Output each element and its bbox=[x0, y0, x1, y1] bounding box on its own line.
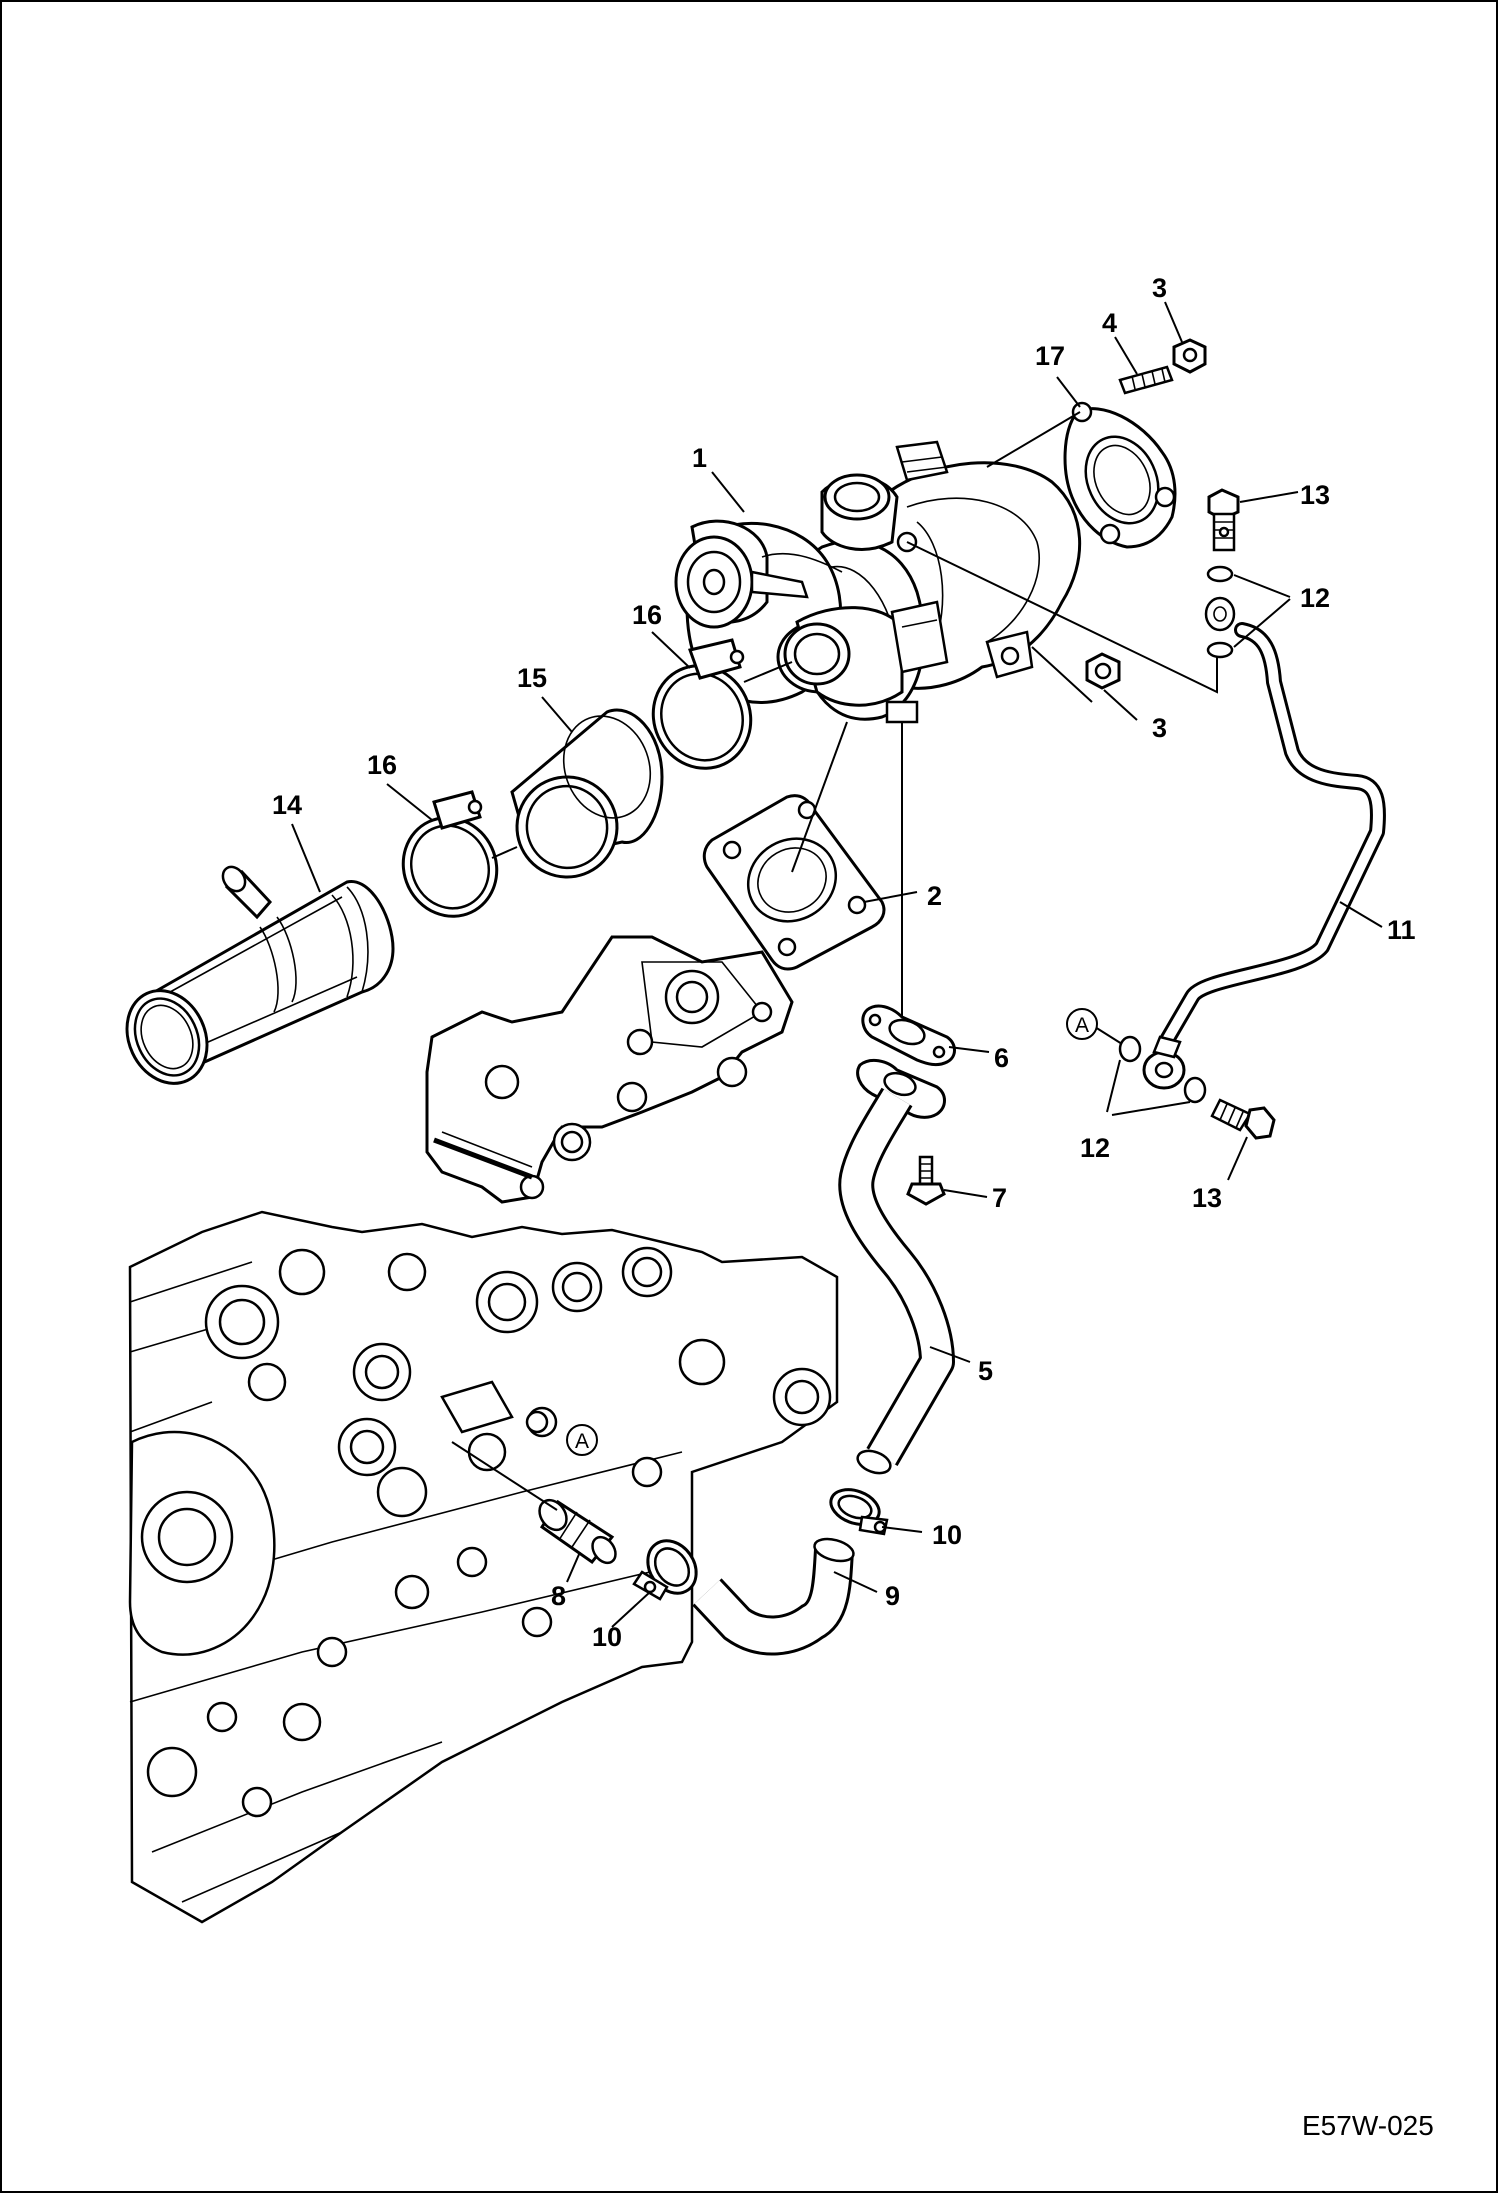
callout-2: 2 bbox=[927, 881, 942, 911]
callout-4: 4 bbox=[1102, 308, 1117, 338]
hose-clamp-10-lower bbox=[632, 1539, 698, 1601]
ref-a-right: A bbox=[1075, 1014, 1089, 1037]
nut-3-lower bbox=[1085, 652, 1121, 690]
nut-3-upper bbox=[1172, 338, 1207, 374]
stud-4 bbox=[1118, 365, 1174, 395]
ref-circle-left bbox=[566, 1424, 598, 1456]
reference-marks: A A bbox=[566, 1008, 1098, 1456]
bolt-7 bbox=[906, 1155, 946, 1206]
gasket-17 bbox=[1063, 401, 1177, 549]
callout-16-lower: 16 bbox=[367, 750, 397, 780]
ref-circle-right bbox=[1066, 1008, 1098, 1040]
hose-clamp-16-upper bbox=[651, 638, 753, 770]
oil-drain-tube-5 bbox=[838, 1058, 955, 1475]
callout-10-lower: 10 bbox=[592, 1622, 622, 1652]
rubber-hose-9 bbox=[692, 1537, 855, 1656]
callout-5: 5 bbox=[978, 1356, 993, 1386]
callout-17: 17 bbox=[1035, 341, 1065, 371]
gasket-6 bbox=[861, 1004, 956, 1067]
callout-14: 14 bbox=[272, 790, 302, 820]
callout-12-upper: 12 bbox=[1300, 583, 1330, 613]
gasket-2 bbox=[702, 794, 886, 971]
callout-8: 8 bbox=[551, 1581, 566, 1611]
callout-1: 1 bbox=[692, 443, 707, 473]
callout-3-lower: 3 bbox=[1152, 713, 1167, 743]
rubber-hose-15 bbox=[510, 708, 664, 879]
callout-11: 11 bbox=[1387, 915, 1416, 945]
ref-a-left: A bbox=[575, 1430, 589, 1453]
callout-10-upper: 10 bbox=[932, 1520, 962, 1550]
callout-12-lower: 12 bbox=[1080, 1133, 1110, 1163]
callout-13-lower: 13 bbox=[1192, 1183, 1222, 1213]
turbocharger bbox=[674, 440, 1082, 724]
washers-12-lower bbox=[1118, 1035, 1207, 1104]
washers-12-upper bbox=[1204, 565, 1236, 659]
callout-7: 7 bbox=[992, 1183, 1007, 1213]
drawing-code: E57W-025 bbox=[1302, 2110, 1434, 2141]
callout-labels: 1 2 3 3 4 5 6 7 8 9 10 10 11 12 12 13 13… bbox=[272, 273, 1416, 1652]
exhaust-manifold bbox=[425, 935, 794, 1204]
leader-lines bbox=[291, 301, 1383, 1628]
hose-clamp-10-upper bbox=[829, 1488, 889, 1536]
callout-9: 9 bbox=[885, 1581, 900, 1611]
hose-clamp-16-lower bbox=[401, 790, 499, 918]
engine-block bbox=[128, 1210, 839, 1924]
callout-3-upper: 3 bbox=[1152, 273, 1167, 303]
callout-16-upper: 16 bbox=[632, 600, 662, 630]
callout-13-upper: 13 bbox=[1300, 480, 1330, 510]
intake-pipe-14 bbox=[125, 865, 395, 1085]
banjo-bolt-13-upper bbox=[1207, 488, 1240, 552]
banjo-bolt-13-lower bbox=[1210, 1098, 1276, 1140]
oil-feed-pipe-11 bbox=[1142, 622, 1386, 1090]
callout-6: 6 bbox=[994, 1043, 1009, 1073]
callout-15: 15 bbox=[517, 663, 547, 693]
